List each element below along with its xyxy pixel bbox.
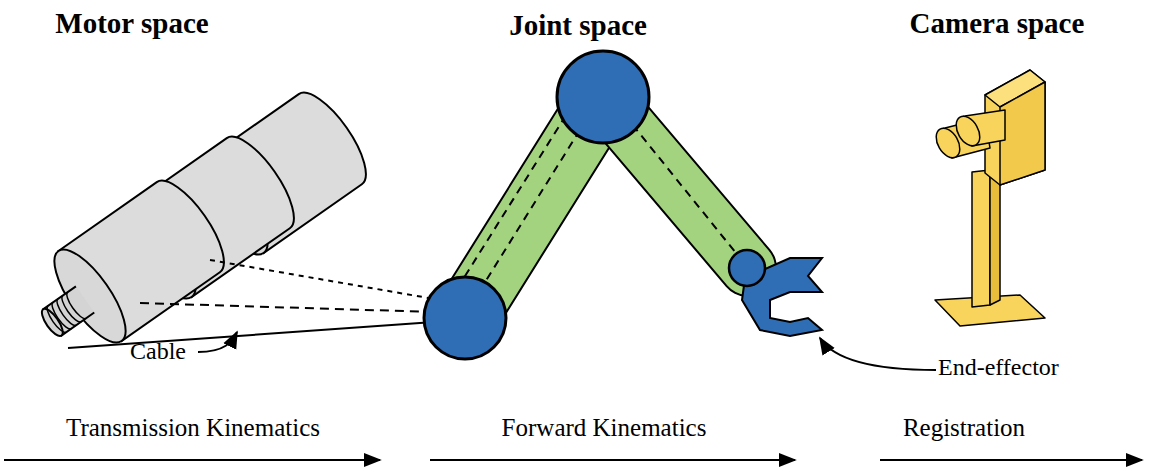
motor: [16, 171, 236, 371]
space-heading: Joint space: [509, 10, 647, 42]
process-arrow: [880, 459, 1142, 461]
space-heading: Motor space: [55, 8, 208, 40]
space-heading: Camera space: [910, 8, 1085, 40]
part-label: Cable: [130, 338, 186, 364]
cable: [140, 303, 434, 312]
stage-label: Registration: [903, 414, 1025, 442]
stage-label: Forward Kinematics: [502, 414, 707, 442]
cable: [68, 322, 434, 348]
process-arrow: [4, 459, 380, 461]
cable: [210, 260, 440, 300]
stage-label: Transmission Kinematics: [66, 414, 320, 442]
robot-arm: [424, 51, 822, 359]
camera: [931, 70, 1045, 326]
leader-line: [820, 338, 936, 370]
part-label: End-effector: [938, 354, 1059, 380]
leader-line: [198, 332, 237, 352]
process-arrow: [430, 459, 795, 461]
